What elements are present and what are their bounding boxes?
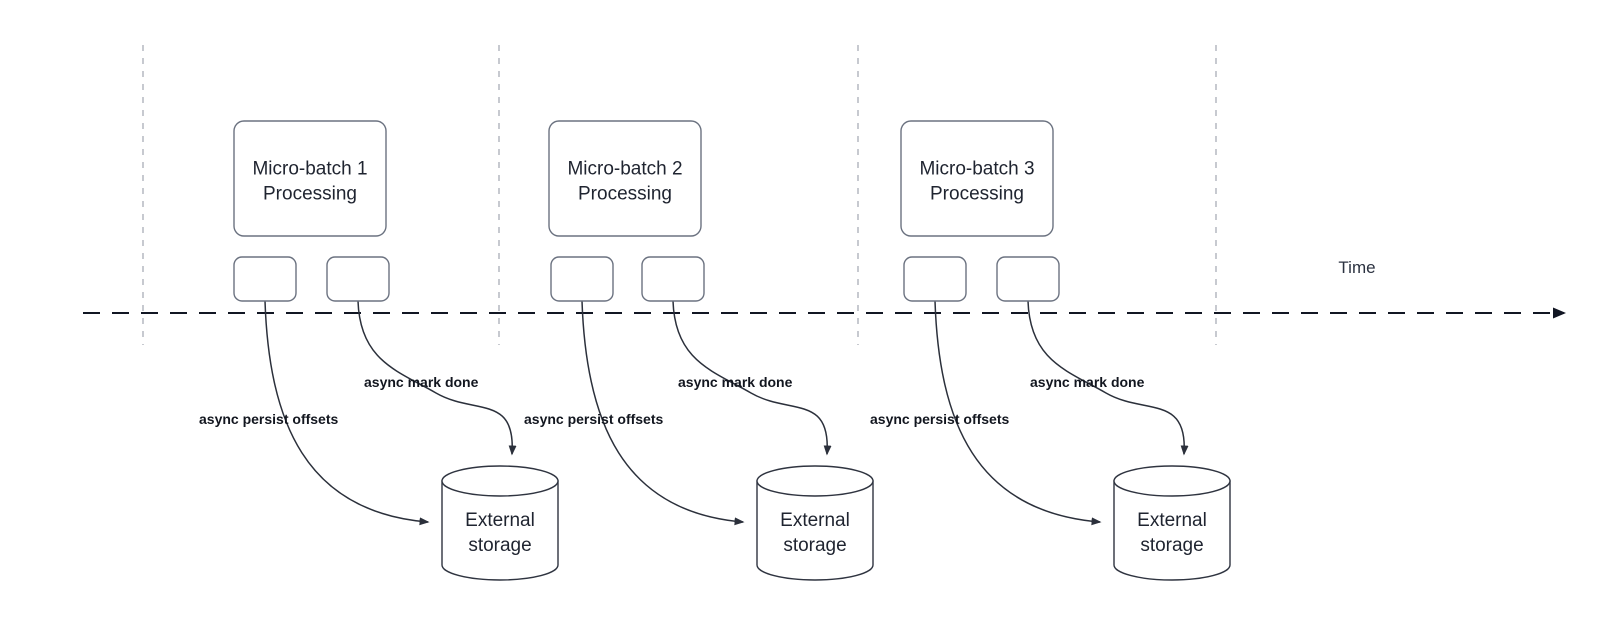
- mark-done-task-box-2[interactable]: [641, 256, 705, 302]
- time-axis-label: Time: [1338, 258, 1375, 277]
- external-storage-label-line1-1: External: [465, 510, 535, 531]
- external-storage-label-line1-3: External: [1137, 510, 1207, 531]
- persist-task-box-3[interactable]: [903, 256, 967, 302]
- micro-batch-processing-box-1[interactable]: [233, 120, 387, 237]
- async-persist-offsets-label-3: async persist offsets: [870, 411, 1009, 427]
- persist-task-box-2[interactable]: [550, 256, 614, 302]
- persist-task-box-1[interactable]: [233, 256, 297, 302]
- external-storage-cylinder-top-3: [1113, 465, 1231, 497]
- mark-done-task-box-1[interactable]: [326, 256, 390, 302]
- async-mark-done-arrow-3: [1027, 300, 1189, 456]
- micro-batch-box-label-line2-2: Processing: [578, 184, 672, 205]
- external-storage-cylinder-body-1[interactable]: [441, 480, 559, 581]
- external-storage-label-line2-3: storage: [1140, 535, 1203, 556]
- async-persist-offsets-arrow-3: [934, 300, 1102, 526]
- micro-batch-box-label-line2-1: Processing: [263, 184, 357, 205]
- external-storage-cylinder-body-2[interactable]: [756, 480, 874, 581]
- async-persist-offsets-arrow-2: [581, 300, 745, 526]
- async-persist-offsets-label-1: async persist offsets: [199, 411, 338, 427]
- async-mark-done-arrow-2: [672, 300, 832, 456]
- micro-batch-box-label-line1-1: Micro-batch 1: [252, 159, 367, 180]
- external-storage-cylinder-body-3[interactable]: [1113, 480, 1231, 581]
- edge-labels: async persist offsets async mark done asyn…: [199, 374, 1145, 427]
- async-mark-done-label-2: async mark done: [678, 374, 793, 390]
- micro-batch-box-label-line2-3: Processing: [930, 184, 1024, 205]
- timeline-dividers: [142, 45, 1217, 345]
- micro-batch-processing-box-2[interactable]: [548, 120, 702, 237]
- external-storage-label-line2-2: storage: [783, 535, 846, 556]
- async-mark-done-label-1: async mark done: [364, 374, 479, 390]
- micro-batch-box-label-line1-2: Micro-batch 2: [567, 159, 682, 180]
- async-persist-offsets-label-2: async persist offsets: [524, 411, 663, 427]
- external-storage-label-line2-1: storage: [468, 535, 531, 556]
- connector-arrows: [264, 300, 1189, 526]
- async-persist-offsets-arrow-1: [264, 300, 430, 526]
- micro-batch-processing-box-3[interactable]: [900, 120, 1054, 237]
- time-axis: Time: [83, 258, 1566, 319]
- micro-batch-box-label-line1-3: Micro-batch 3: [919, 159, 1034, 180]
- async-mark-done-label-3: async mark done: [1030, 374, 1145, 390]
- async-mark-done-arrow-1: [357, 300, 517, 456]
- external-storage-label-line1-2: External: [780, 510, 850, 531]
- external-storage-cylinder-top-2: [756, 465, 874, 497]
- external-storage-cylinder-top-1: [441, 465, 559, 497]
- mark-done-task-box-3[interactable]: [996, 256, 1060, 302]
